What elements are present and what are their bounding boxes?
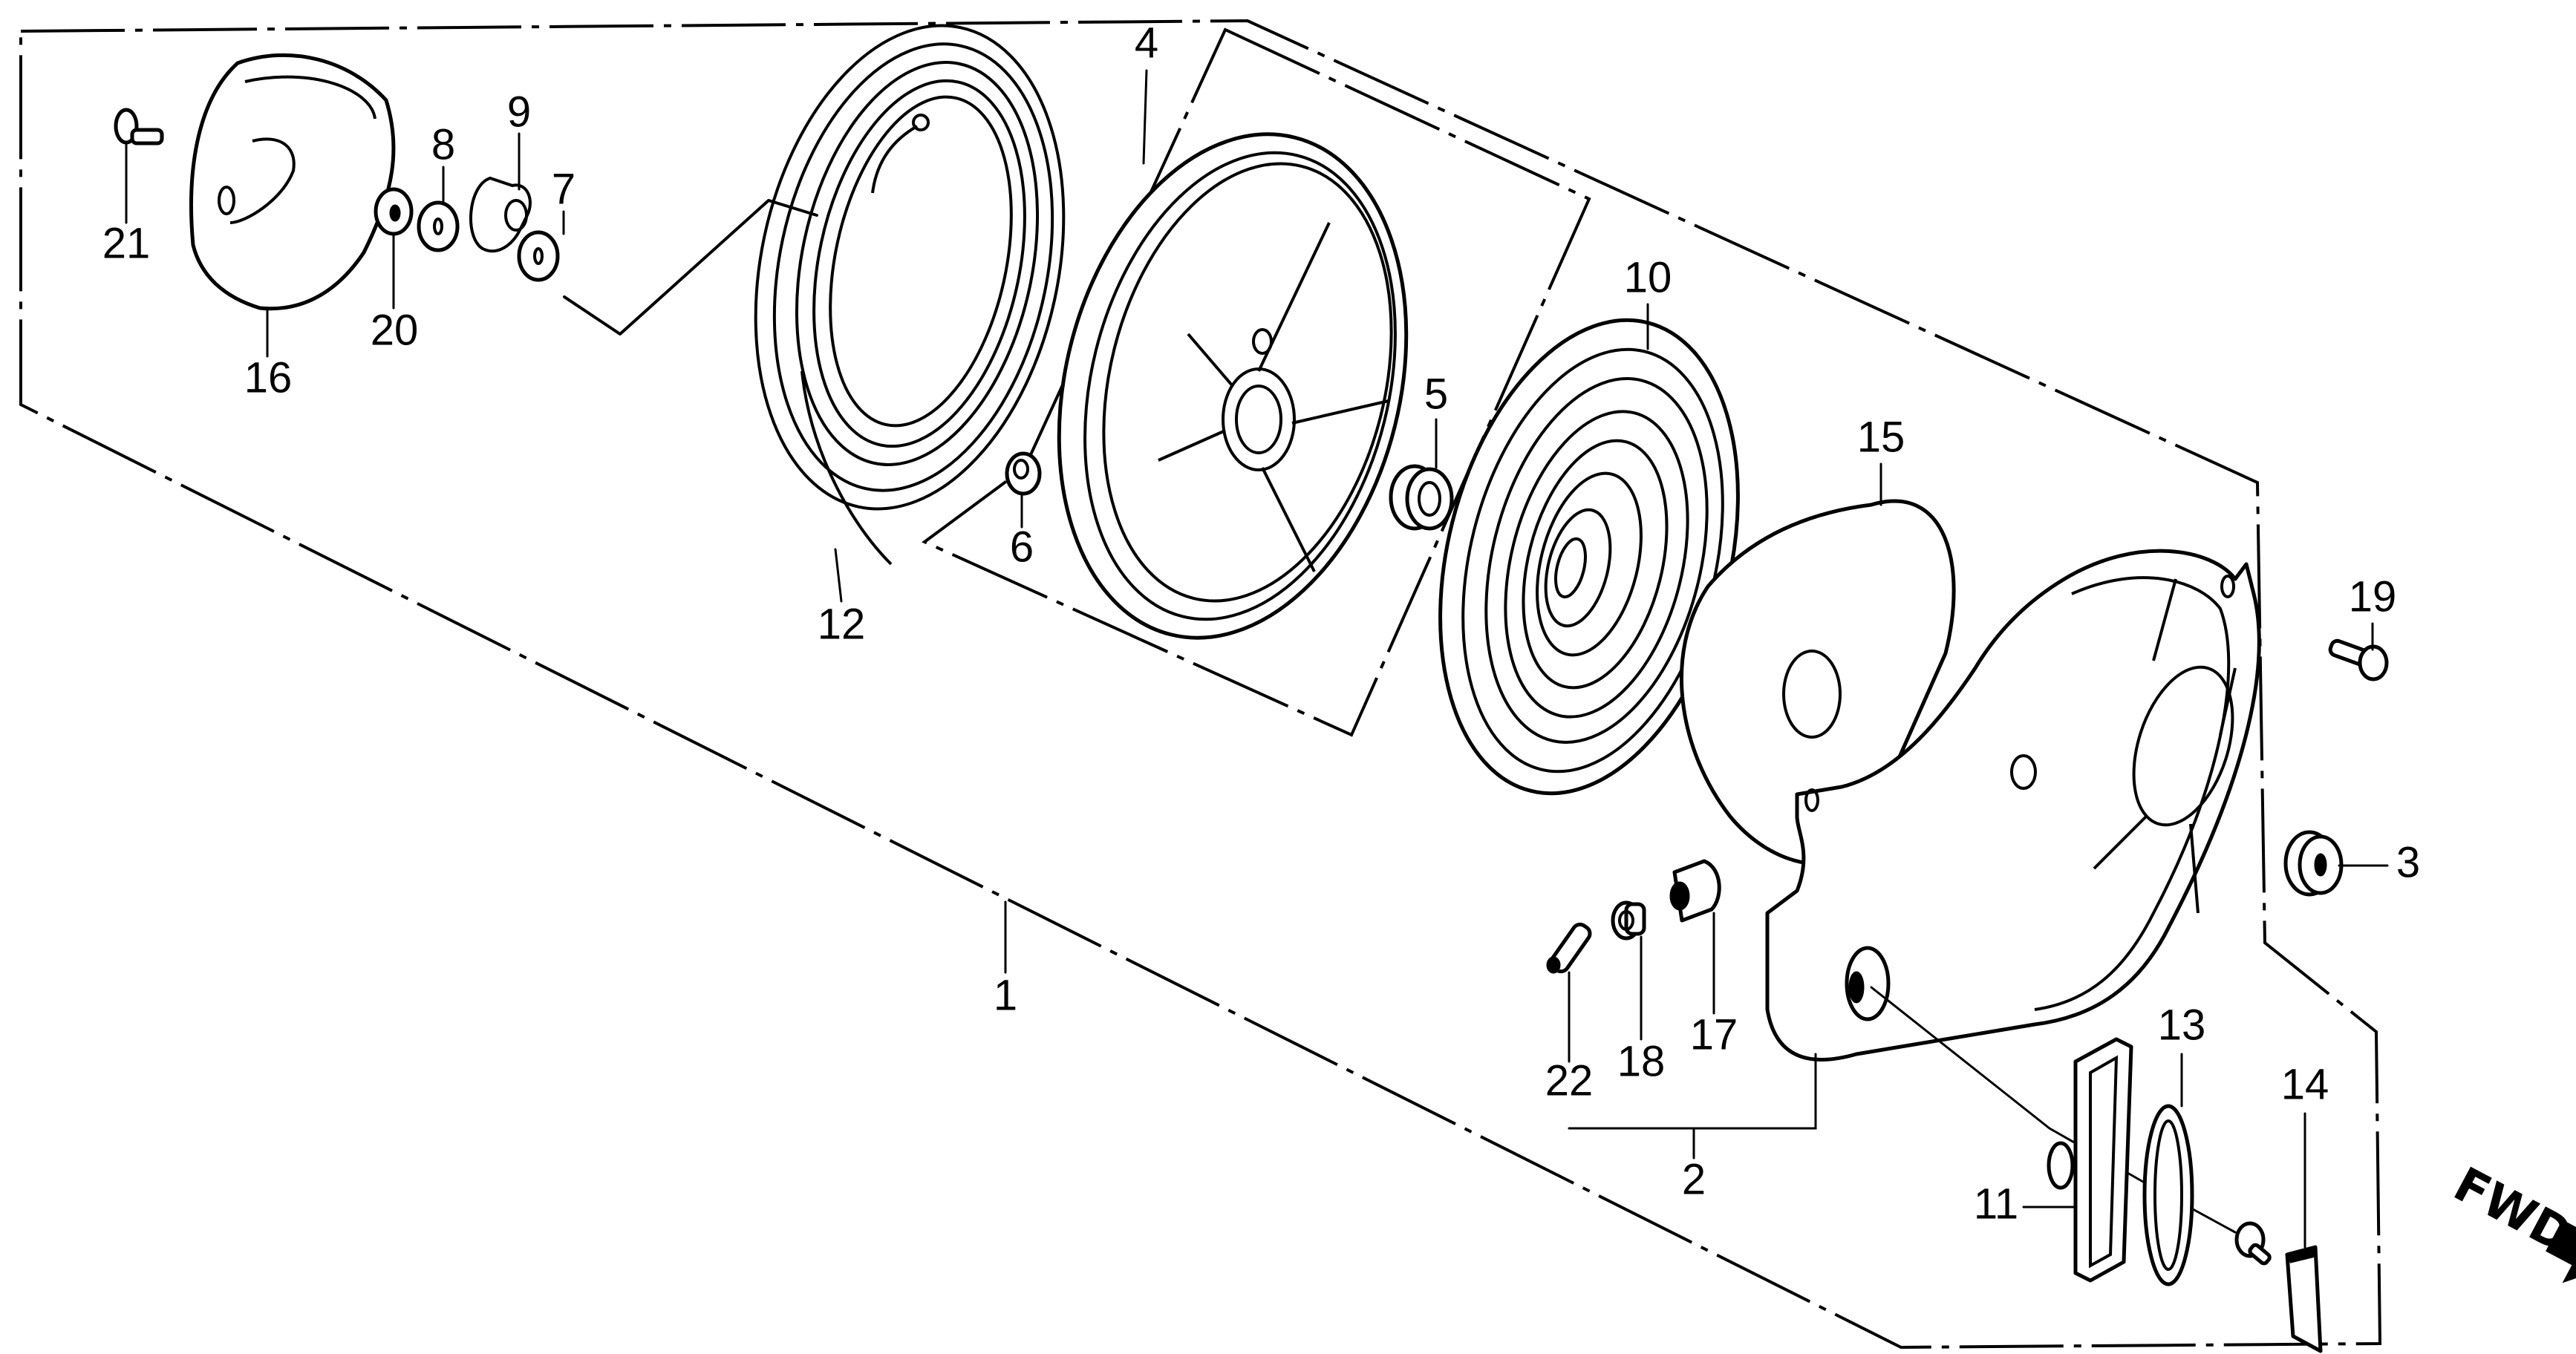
callout-3: 3 [2396,838,2420,886]
callout-12: 12 [818,600,866,648]
reel-subassembly-boundary [922,27,1591,737]
callout-7: 7 [552,165,575,213]
starter-rope-12-part [754,24,1066,566]
callout-16: 16 [244,353,293,402]
callout-2: 2 [1682,1155,1706,1203]
callout-14: 14 [2281,1060,2329,1108]
callout-15: 15 [1857,413,1905,461]
callout-6: 6 [1010,523,1034,571]
recoil-spring-10-part [1438,318,1740,796]
collar-17-part [1669,859,1721,923]
grip-insert-13-part [2142,1104,2194,1286]
bolt-19-part [2328,638,2389,681]
callout-20: 20 [371,306,419,354]
ratchet-6-part [1005,451,1042,496]
bushing-18-part [1611,900,1646,941]
washer-7-hole [533,247,544,265]
collar-5-part [1389,464,1454,531]
callout-21: 21 [102,219,151,267]
assembly-1-boundary [19,19,2382,1350]
callout-10: 10 [1624,253,1672,301]
pin-22-part [1546,922,1592,974]
fwd-arrow-icon [2546,1215,2576,1283]
callout-13: 13 [2158,1001,2206,1049]
callout-8: 8 [431,120,455,169]
callout-11: 11 [1974,1180,2018,1228]
callout-5: 5 [1424,370,1448,418]
grip-11-part [2047,1037,2133,1283]
washer-8-part [417,200,460,252]
starter-case-2-part [1765,549,2261,1062]
callout-22: 22 [1545,1056,1594,1105]
leader-7-to-12 [563,199,818,336]
callout-19: 19 [2349,572,2397,621]
callout-9: 9 [507,88,531,136]
callout-4: 4 [1135,19,1158,67]
fwd-direction-indicator: FWD [2445,1157,2576,1283]
bushing-3-part [2283,830,2344,897]
bolt-21-part [114,108,164,145]
nut-20-hole [389,204,401,222]
callout-17: 17 [1690,1010,1738,1059]
reel-4-part [1057,132,1409,640]
spring-clip-9-part [469,176,532,253]
callout-18: 18 [1617,1037,1666,1085]
grip-plate-14-part [2285,1245,2323,1353]
rope-knot-part [2234,1221,2272,1266]
washer-7-part [517,230,560,282]
callout-1: 1 [994,971,1017,1019]
washer-8-hole [433,218,443,235]
callout-leaders [125,69,2389,1249]
starter-cover-part [189,53,396,311]
